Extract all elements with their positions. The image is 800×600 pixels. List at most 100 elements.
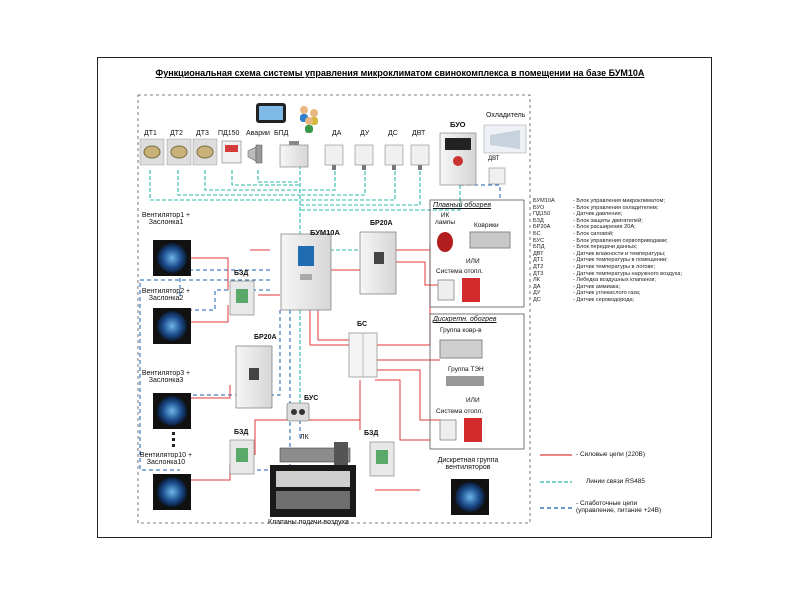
- label-dvt-right: ДВТ: [488, 156, 500, 162]
- legend-row: ДТ3- Датчик температуры наружного воздух…: [533, 270, 683, 277]
- users-icon: [300, 106, 318, 133]
- sensor-dvt: [410, 144, 430, 170]
- br20a-left-device: [235, 345, 273, 409]
- bum10a-device: [280, 233, 332, 311]
- sensor-dt1: [139, 138, 165, 166]
- label-pd150: ПД150: [218, 130, 240, 137]
- label-bzd3: БЗД: [364, 430, 379, 437]
- label-mats-group: Группа ковр-в: [440, 327, 482, 334]
- label-bs: БС: [357, 321, 367, 328]
- label-bpd: БПД: [274, 130, 289, 137]
- label-heating-system-1: Система отопл.: [436, 268, 484, 275]
- label-fan-2: Вентилятор2 +Заслонка2: [141, 288, 191, 302]
- legend-row: ЛК- Лебедка воздушных клапанов;: [533, 277, 656, 284]
- air-valves-image: [270, 465, 356, 517]
- rs485-lines: [149, 165, 461, 410]
- bzd2-device: [229, 439, 255, 475]
- label-ds: ДС: [388, 130, 398, 137]
- label-br20a-top: БР20А: [370, 220, 393, 227]
- abbreviation-legend: БУМ10А- Блок управления микроклиматом; Б…: [533, 198, 682, 304]
- legend-row: БПД- Блок передачи данных;: [533, 244, 638, 251]
- weak-current-lines: [139, 180, 501, 471]
- bs-device: [348, 332, 378, 378]
- fan-10: [153, 474, 191, 510]
- label-bus: БУС: [304, 395, 319, 402]
- legend-row: БС- Блок силовой;: [533, 230, 614, 237]
- label-lk: ЛК: [300, 434, 309, 441]
- heating-system-icon-1: [437, 278, 480, 302]
- legend-row: ДТ1- Датчик температуры в помещении;: [533, 257, 668, 264]
- discrete-heating-panel: [429, 313, 525, 450]
- bzd3-device: [369, 441, 395, 477]
- label-bzd2: БЗД: [234, 429, 249, 436]
- legend-row: ДС- Датчик сероводорода;: [533, 296, 635, 303]
- label-da: ДА: [332, 130, 342, 137]
- label-buo: БУО: [450, 120, 466, 129]
- label-bzd1: БЗД: [234, 270, 249, 277]
- legend-row: ПД150- Датчик давления;: [533, 211, 623, 218]
- legend-row: БУС- Блок управления сервоприводами;: [533, 237, 668, 244]
- mats-group-icon: [439, 339, 483, 359]
- diagram-title: Функциональная схема системы управления …: [155, 68, 645, 78]
- label-dvt: ДВТ: [412, 130, 426, 137]
- dvt-sensor-right: [488, 167, 506, 185]
- legend-row: ДВТ- Датчик влажности и температуры;: [533, 250, 666, 257]
- buo-device: [439, 132, 477, 186]
- lk-winch: [279, 442, 351, 468]
- legend-row: ДА- Датчик аммиака;: [533, 283, 621, 290]
- power-lines: [190, 245, 440, 491]
- legend-row: БЗД- Блок защиты двигателей;: [533, 217, 643, 224]
- tablet-icon: [256, 103, 286, 123]
- sensor-ds: [384, 144, 404, 170]
- label-br20a-left: БР20А: [254, 334, 277, 341]
- legend-power-label: - Силовые цепи (220В): [576, 451, 646, 458]
- legend-row: ДТ2- Датчик температуры в логове;: [533, 263, 656, 270]
- cooler-icon: [483, 124, 527, 154]
- mat-icon: [469, 231, 511, 249]
- sensor-pd150: [221, 140, 242, 164]
- label-heating-system-2: Система отопл.: [436, 408, 484, 415]
- label-fan-1: Вентилятор1 +Заслонка1: [141, 212, 191, 226]
- legend-row: БУО- Блок управления охладителем;: [533, 204, 659, 211]
- label-or-1: ИЛИ: [466, 258, 480, 265]
- fan-2: [153, 308, 191, 344]
- legend-rs485-label: Линии связи RS485: [586, 478, 645, 485]
- label-mat: Коврики: [474, 222, 499, 229]
- room-boundary: [137, 94, 531, 524]
- discrete-heating-title: Дискретн. обогрев: [433, 316, 497, 323]
- sensor-du: [354, 144, 374, 170]
- label-fan-10: Вентилятор10 +Заслонка10: [139, 452, 193, 466]
- ten-group-icon: [446, 376, 484, 386]
- sensor-da: [324, 144, 344, 170]
- bzd1-device: [229, 280, 255, 316]
- ik-lamp-icon: [437, 232, 453, 252]
- legend-weak-label: - Слаботочные цепи(управление, питание +…: [576, 500, 662, 514]
- label-dt3: ДТ3: [196, 130, 209, 137]
- heating-system-icon-2: [439, 418, 482, 442]
- label-du: ДУ: [360, 130, 370, 137]
- legend-row: ДУ- Датчик углекислого газа;: [533, 290, 641, 297]
- bus-device: [286, 402, 310, 422]
- fan-1: [153, 240, 191, 276]
- bpd-device: [279, 141, 309, 168]
- label-cooler: Охладитель: [486, 112, 526, 119]
- sensor-dt2: [166, 138, 192, 166]
- label-alarm: Аварии: [246, 130, 270, 137]
- label-or-2: ИЛИ: [466, 397, 480, 404]
- legend-row: БР20А- Блок расширения 20А;: [533, 224, 636, 231]
- fan-3: [153, 393, 191, 429]
- smooth-heating-title: Плавный обогрев: [433, 202, 492, 209]
- label-ten-group: Группа ТЭН: [448, 366, 484, 373]
- label-valves: Клапаны подачи воздуха: [268, 519, 349, 526]
- alarm-siren: [247, 144, 263, 164]
- smooth-heating-panel: [429, 199, 525, 308]
- fan-discrete: [451, 479, 489, 515]
- diagram-frame: [97, 57, 712, 538]
- sensor-dt3: [192, 138, 218, 166]
- label-dt1: ДТ1: [144, 130, 157, 137]
- legend-row: БУМ10А- Блок управления микроклиматом;: [533, 198, 665, 204]
- label-fan-3: Вентилятор3 +Заслонка3: [141, 370, 191, 384]
- label-dt2: ДТ2: [170, 130, 183, 137]
